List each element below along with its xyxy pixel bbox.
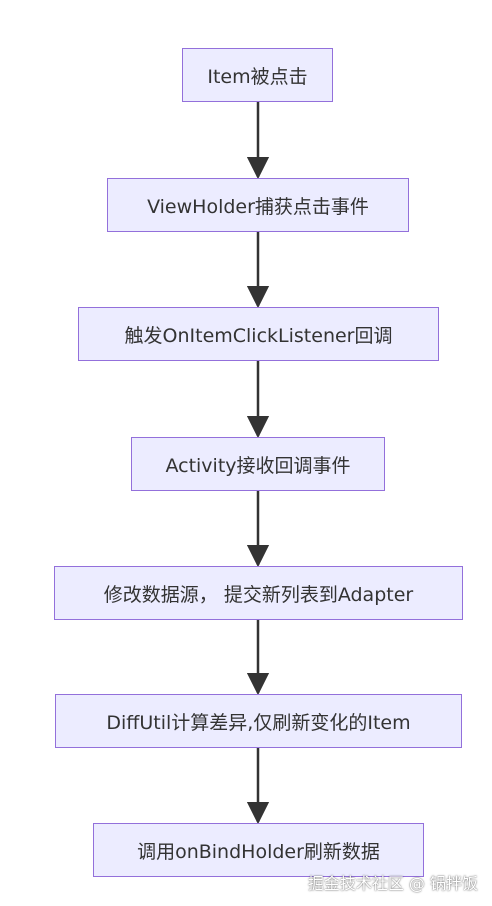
watermark: 掘金技术社区 @ 锅拌饭 bbox=[307, 874, 478, 893]
flow-node-item-clicked: Item被点击 bbox=[182, 48, 333, 102]
flow-node-trigger-listener: 触发OnItemClickListener回调 bbox=[78, 307, 439, 361]
flow-node-activity-receive: Activity接收回调事件 bbox=[131, 437, 385, 491]
flow-node-viewholder-capture: ViewHolder捕获点击事件 bbox=[107, 178, 409, 232]
flow-node-diffutil: DiffUtil计算差异,仅刷新变化的Item bbox=[55, 694, 462, 748]
flow-node-onbind-refresh: 调用onBindHolder刷新数据 bbox=[93, 823, 424, 877]
flow-node-modify-data: 修改数据源， 提交新列表到Adapter bbox=[54, 566, 463, 620]
